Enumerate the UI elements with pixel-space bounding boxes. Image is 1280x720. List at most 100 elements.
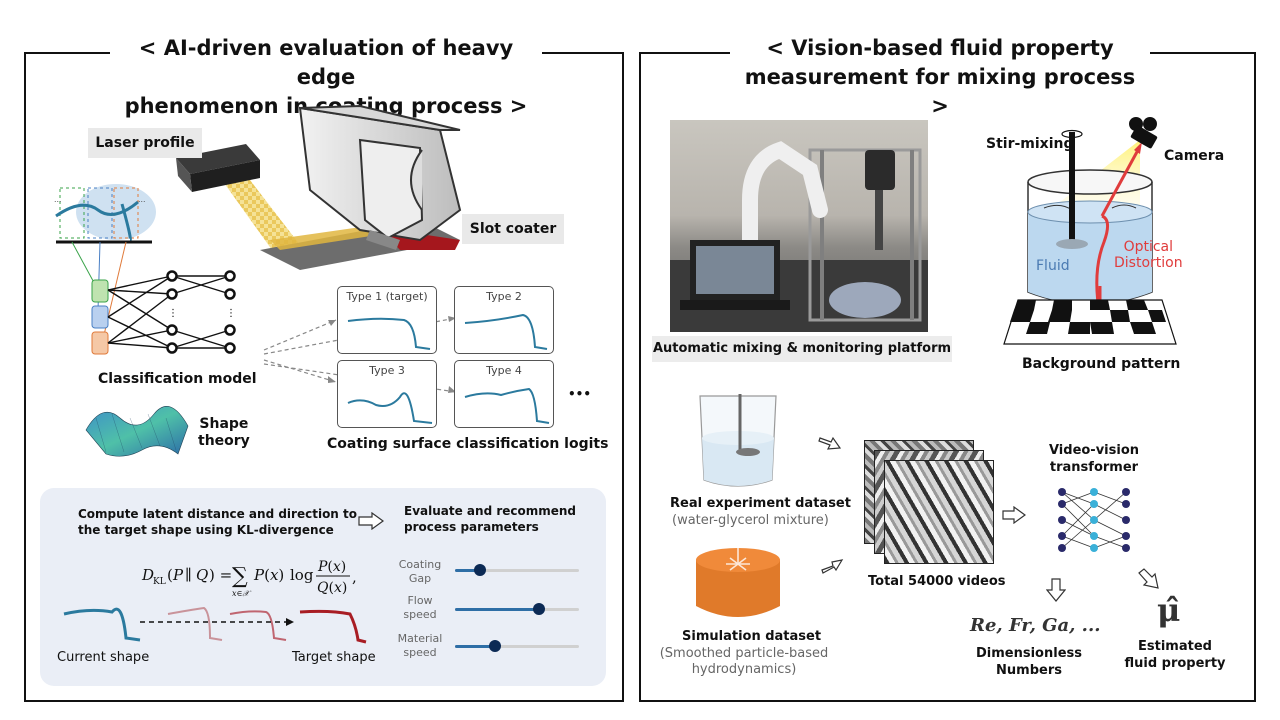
flow-speed-fill: [455, 608, 540, 611]
svg-text:∑: ∑: [232, 564, 248, 589]
compute-line1: Compute latent distance and direction to: [78, 507, 358, 521]
material-speed-line2: speed: [403, 646, 437, 659]
total-videos-label: Total 54000 videos: [868, 574, 1006, 589]
type-4-label: Type 4: [486, 364, 522, 377]
transformer-network: [1058, 488, 1130, 552]
kl-formula: D KL (P ∥Q ) = ∑ x∈𝒳 P(x) log P(x) Q(x) …: [141, 559, 357, 598]
classification-network: ... ... ⋮ ⋮: [54, 184, 236, 355]
slot-coater-tag: Slot coater: [462, 214, 564, 244]
param-material-speed-label: Material speed: [392, 632, 448, 660]
sim-sub-line2: hydrodynamics): [691, 662, 797, 677]
stir-mixing-label: Stir-mixing: [986, 136, 1074, 152]
right-panel-title: < Vision-based fluid property measuremen…: [730, 34, 1150, 121]
svg-text:P: P: [172, 566, 184, 584]
robot-arm-illustration: [670, 141, 928, 332]
right-title-line2: measurement for mixing process >: [744, 65, 1136, 118]
type-1-curve: [347, 317, 431, 350]
sim-sub-line1: (Smoothed particle-based: [659, 646, 829, 661]
optical-line1: Optical: [1123, 239, 1174, 255]
video-frame-front: [884, 460, 994, 564]
svg-text:) =: ) =: [209, 566, 232, 584]
platform-caption: Automatic mixing & monitoring platform: [652, 336, 952, 362]
type-2-curve: [464, 313, 548, 350]
svg-text:KL: KL: [153, 577, 166, 587]
arrow-to-estimated: [1138, 568, 1159, 589]
arrow-sim-to-videos: [821, 559, 844, 574]
type-card-4: Type 4: [454, 360, 554, 428]
transformer-line1: Video-vision: [1048, 443, 1140, 458]
dimensionless-line1: Dimensionless: [976, 646, 1082, 661]
material-speed-knob[interactable]: [488, 640, 501, 652]
svg-text:Q(x): Q(x): [317, 580, 347, 596]
svg-text:...: ...: [138, 194, 146, 204]
real-experiment-beaker: [699, 394, 777, 487]
material-speed-line1: Material: [397, 632, 443, 645]
svg-text:⋮: ⋮: [168, 308, 178, 319]
arrow-real-to-videos: [818, 436, 842, 450]
type-3-label: Type 3: [369, 364, 405, 377]
type-4-curve: [464, 387, 550, 424]
more-types-ellipsis: •••: [568, 387, 592, 401]
video-stack: [864, 440, 998, 564]
arrow-videos-to-transformer: [1002, 506, 1026, 524]
flow-speed-line1: Flow: [407, 594, 433, 607]
dimensionless-label: Dimensionless Numbers: [964, 645, 1094, 679]
arrow-to-dimensionless: [1046, 578, 1066, 602]
flow-speed-line2: speed: [403, 608, 437, 621]
svg-text:log: log: [290, 566, 314, 584]
material-speed-slider[interactable]: [455, 640, 579, 652]
compute-line2: the target shape using KL-divergence: [78, 523, 334, 537]
optical-line2: Distortion: [1114, 255, 1183, 271]
sim-dataset-title: Simulation dataset: [682, 629, 822, 644]
compute-text: Compute latent distance and direction to…: [78, 506, 357, 538]
flow-speed-knob[interactable]: [533, 603, 546, 615]
coating-gap-line2: Gap: [408, 572, 432, 585]
sim-dataset-sub: (Smoothed particle-based hydrodynamics): [654, 646, 834, 678]
coating-gap-fill: [455, 569, 480, 572]
svg-text:x∈𝒳: x∈𝒳: [232, 589, 252, 598]
transformer-label: Video-vision transformer: [1044, 442, 1144, 476]
kl-divergence-box: [40, 488, 606, 686]
transformer-line2: transformer: [1049, 460, 1139, 475]
hollow-arrow-icon: [358, 512, 384, 530]
shape-transition: [63, 606, 367, 644]
real-dataset-title: Real experiment dataset: [670, 496, 851, 511]
shape-theory-line2: theory: [198, 433, 250, 449]
svg-text:∥: ∥: [185, 566, 192, 584]
shape-theory-label: Shape theory: [198, 416, 250, 450]
evaluate-line2: process parameters: [404, 520, 539, 534]
right-title-line1: < Vision-based fluid property: [766, 36, 1114, 60]
evaluate-text: Evaluate and recommend process parameter…: [404, 503, 576, 535]
coating-gap-slider[interactable]: [455, 564, 579, 576]
background-pattern-label: Background pattern: [1022, 356, 1181, 372]
estimated-property-label: Estimated fluid property: [1120, 638, 1230, 672]
optical-setup-illustration: [1003, 117, 1177, 345]
svg-text:D: D: [141, 566, 154, 584]
estimated-line1: Estimated: [1138, 639, 1212, 654]
svg-text:⋮: ⋮: [226, 308, 236, 319]
slot-coater-illustration: [176, 104, 462, 270]
fluid-label: Fluid: [1036, 258, 1070, 274]
type-card-3: Type 3: [337, 360, 437, 428]
dimensionless-numbers-formula: Re, Fr, Ga, ...: [970, 615, 1101, 636]
coating-gap-knob[interactable]: [473, 564, 486, 576]
real-dataset-sub: (water-glycerol mixture): [672, 513, 829, 528]
current-shape-label: Current shape: [57, 650, 150, 665]
platform-photo: [670, 120, 928, 332]
type-card-1: Type 1 (target): [337, 286, 437, 354]
flow-speed-slider[interactable]: [455, 603, 579, 615]
mu-hat-symbol: μ̂: [1157, 591, 1181, 629]
shape-theory-line1: Shape: [199, 416, 249, 432]
simulation-cylinder: [696, 548, 780, 617]
type-1-label: Type 1 (target): [346, 290, 428, 303]
estimated-line2: fluid property: [1124, 656, 1226, 671]
svg-text:,: ,: [352, 568, 357, 586]
left-title-line1: < AI-driven evaluation of heavy edge: [138, 36, 514, 89]
logits-caption: Coating surface classification logits: [327, 436, 609, 452]
type-card-2: Type 2: [454, 286, 554, 354]
svg-text:...: ...: [54, 194, 62, 204]
camera-label: Camera: [1164, 148, 1225, 164]
optical-distortion-label: Optical Distortion: [1114, 239, 1183, 271]
material-speed-fill: [455, 645, 495, 648]
param-flow-speed-label: Flow speed: [392, 594, 448, 622]
